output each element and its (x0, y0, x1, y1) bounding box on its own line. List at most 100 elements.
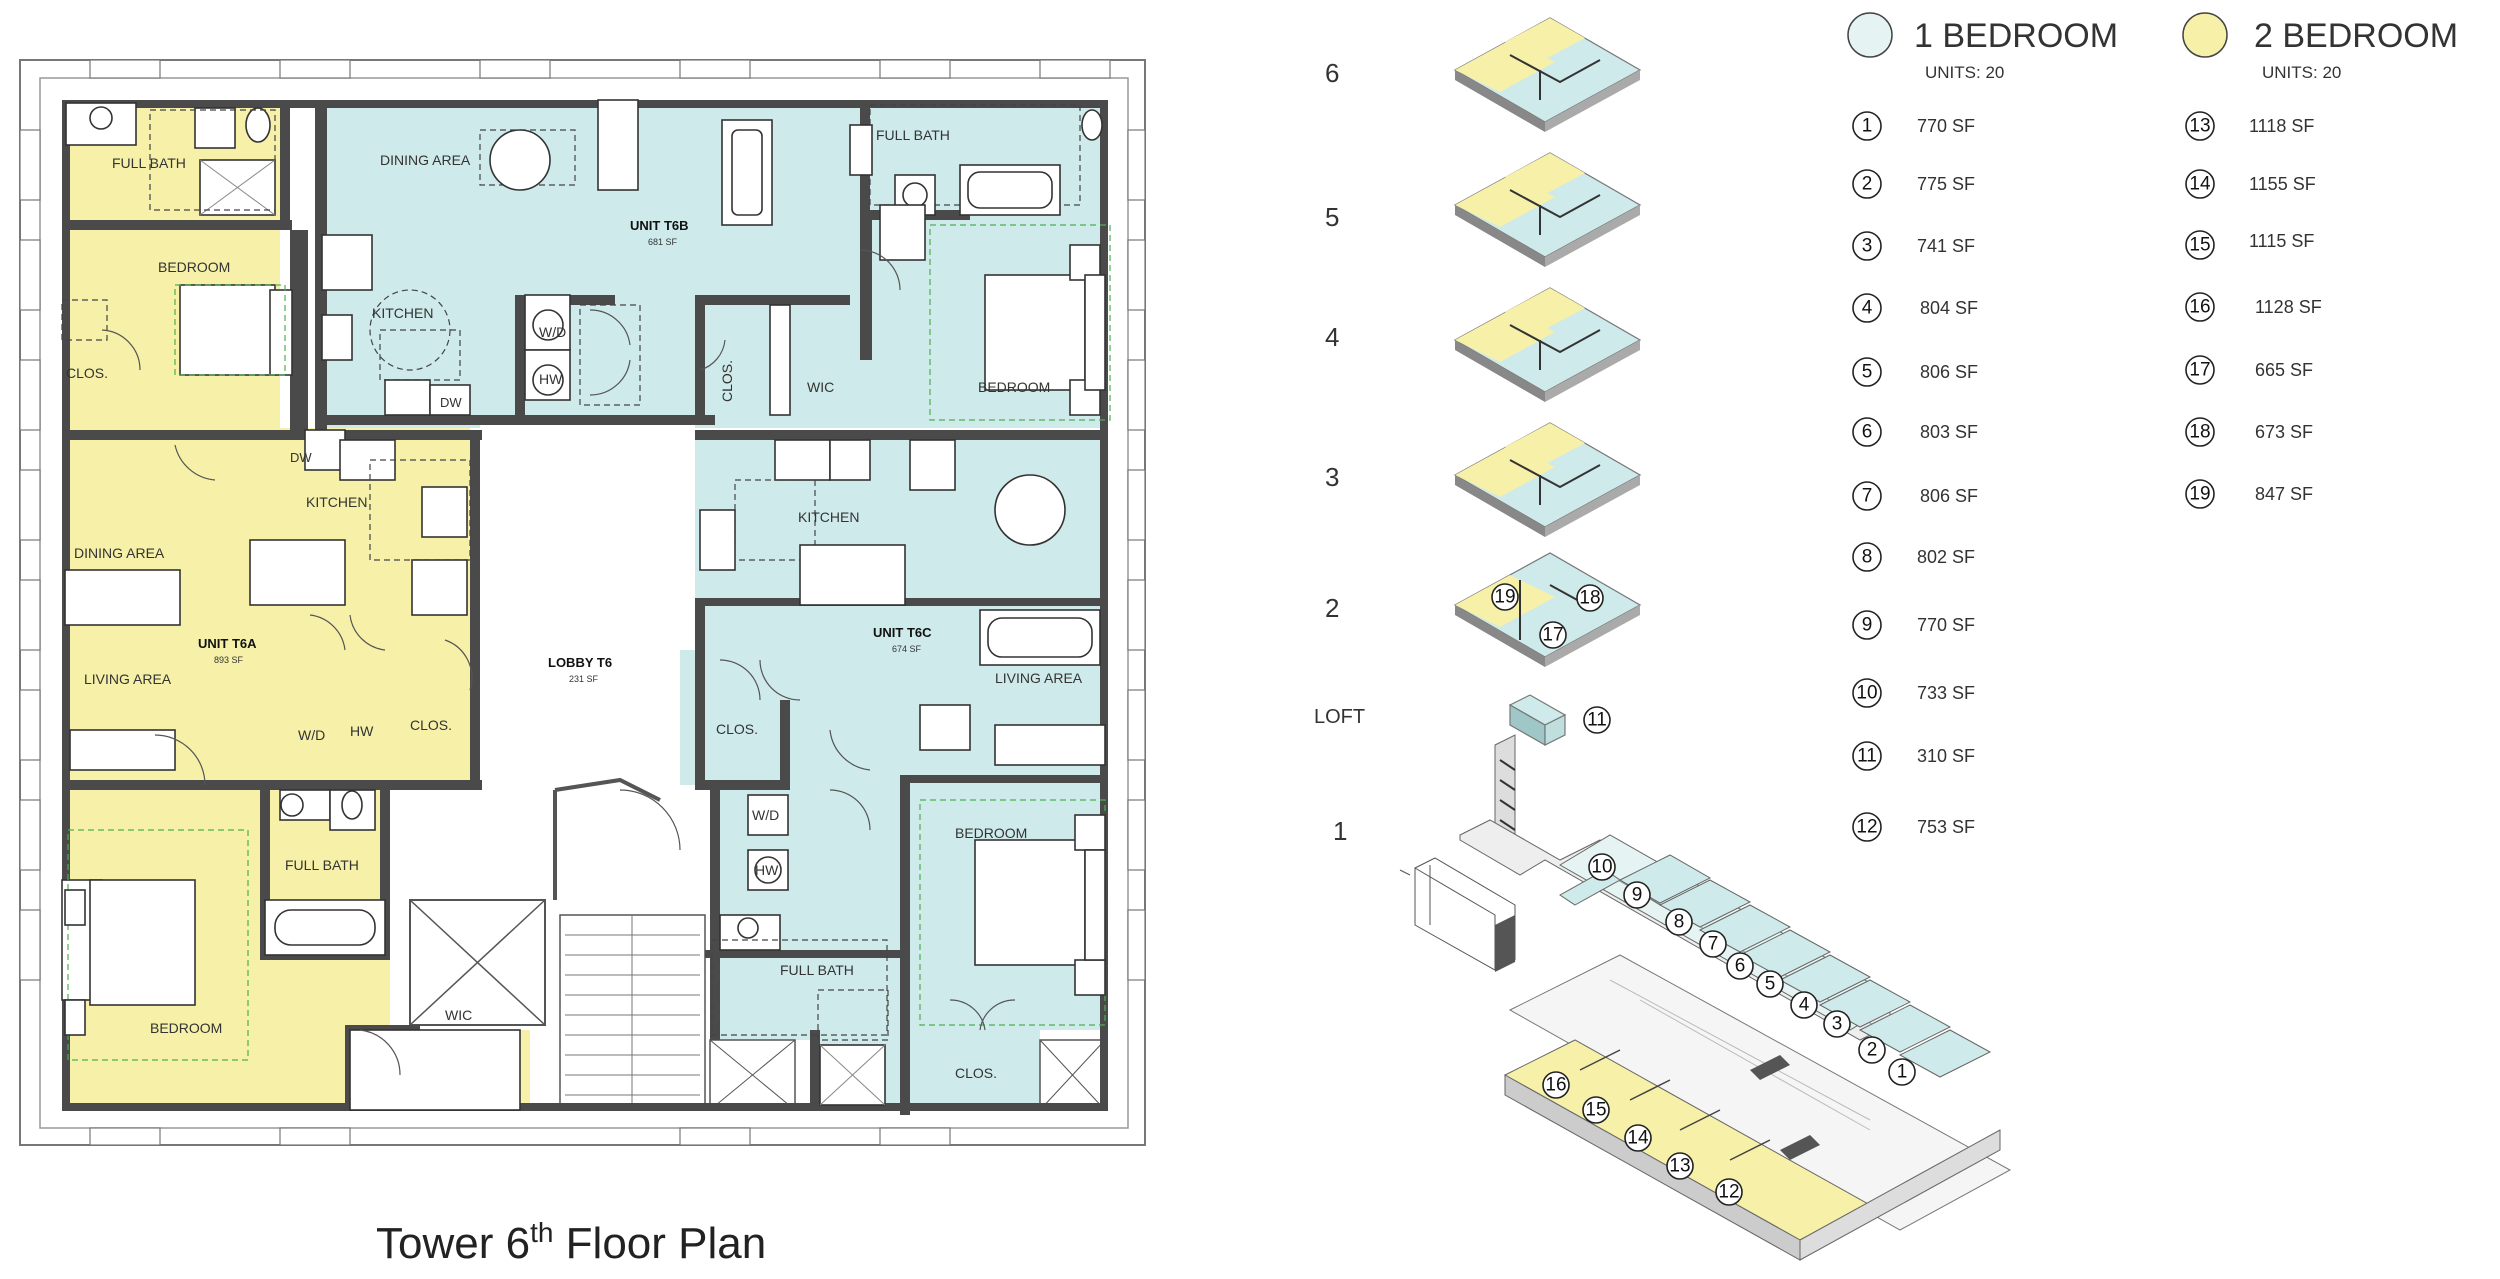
size-row-9: 9 770 SF (1852, 610, 1975, 640)
svg-text:770 SF: 770 SF (1917, 615, 1975, 635)
label-bedroom-t6a-2: BEDROOM (150, 1020, 222, 1036)
size-row-7: 7 806 SF (1852, 481, 1978, 511)
svg-text:13: 13 (1669, 1156, 1690, 1177)
svg-text:7: 7 (1862, 486, 1873, 507)
svg-text:19: 19 (1494, 587, 1515, 608)
svg-text:1: 1 (1862, 116, 1873, 137)
window-marks (19, 59, 1146, 1146)
svg-text:806 SF: 806 SF (1920, 486, 1978, 506)
label-clos-t6a-2: CLOS. (410, 717, 452, 733)
svg-text:11: 11 (1857, 746, 1877, 767)
svg-text:7: 7 (1708, 934, 1719, 955)
label-kitchen-t6a: KITCHEN (306, 494, 367, 510)
label-living-area-t6a: LIVING AREA (84, 671, 172, 687)
badge-2: 2 (1858, 1036, 1886, 1064)
legend-one-bedroom: 1 BEDROOM UNITS: 20 (1847, 12, 2118, 82)
label-full-bath-t6c: FULL BATH (780, 962, 854, 978)
label-hw-t6b: HW (539, 371, 563, 387)
badge-11-loft: 11 (1583, 706, 1611, 734)
label-dw-t6a: DW (290, 450, 312, 465)
label-bedroom-t6a: BEDROOM (158, 259, 230, 275)
size-row-5: 5 806 SF (1852, 357, 1978, 387)
svg-text:1: 1 (1897, 1062, 1908, 1083)
door-swings (101, 249, 1016, 1076)
svg-text:847 SF: 847 SF (2255, 484, 2313, 504)
fixtures-t6b (321, 99, 1111, 421)
iso-floor-6 (1453, 17, 1642, 132)
svg-text:12: 12 (1856, 817, 1877, 838)
svg-text:16: 16 (2189, 297, 2210, 318)
svg-text:15: 15 (1585, 1100, 1606, 1121)
label-dining-area-t6b: DINING AREA (380, 152, 471, 168)
lobby-name: LOBBY T6 (548, 655, 612, 670)
badge-19: 19 (1491, 583, 1519, 611)
svg-text:1155 SF: 1155 SF (2249, 174, 2316, 194)
badge-12: 12 (1715, 1178, 1743, 1206)
size-row-11: 11 310 SF (1852, 741, 1975, 771)
svg-text:804 SF: 804 SF (1920, 298, 1978, 318)
label-kitchen-t6b: KITCHEN (372, 305, 433, 321)
svg-text:13: 13 (2189, 116, 2210, 137)
svg-text:9: 9 (1862, 615, 1873, 636)
label-clos-t6c-2: CLOS. (955, 1065, 997, 1081)
svg-text:18: 18 (1579, 588, 1600, 609)
svg-text:806 SF: 806 SF (1920, 362, 1978, 382)
label-wd-t6a: W/D (298, 727, 325, 743)
iso-loft: 11 (1508, 694, 1611, 747)
unit-t6c-name: UNIT T6C (873, 625, 932, 640)
lobby-area (409, 440, 1106, 1111)
unit-t6b-sf: 681 SF (648, 237, 678, 247)
svg-text:14: 14 (1627, 1128, 1649, 1149)
label-wd-t6c: W/D (752, 807, 779, 823)
svg-text:3: 3 (1832, 1014, 1843, 1035)
label-wic-t6b: WIC (807, 379, 834, 395)
svg-text:12: 12 (1718, 1182, 1739, 1203)
badge-16: 16 (1542, 1071, 1570, 1099)
label-dining-area-t6a: DINING AREA (74, 545, 165, 561)
legend-two-bedroom-label: 2 BEDROOM (2254, 17, 2458, 55)
badge-8: 8 (1665, 908, 1693, 936)
badge-18: 18 (1576, 584, 1604, 612)
badge-14: 14 (1624, 1124, 1652, 1152)
svg-text:6: 6 (1735, 956, 1746, 977)
label-clos-t6b: CLOS. (719, 360, 735, 402)
svg-text:9: 9 (1632, 885, 1643, 906)
label-hw-t6c: HW (755, 862, 779, 878)
svg-text:1115 SF: 1115 SF (2249, 231, 2314, 251)
svg-text:803 SF: 803 SF (1920, 422, 1978, 442)
floor-label-4: 4 (1325, 322, 1339, 352)
label-bedroom-t6b: BEDROOM (978, 379, 1050, 395)
badge-7: 7 (1699, 930, 1727, 958)
svg-text:775 SF: 775 SF (1917, 174, 1975, 194)
svg-text:310 SF: 310 SF (1917, 746, 1975, 766)
badge-13: 13 (1666, 1152, 1694, 1180)
lobby-sf: 231 SF (569, 674, 599, 684)
legend-one-bedroom-units: UNITS: 20 (1925, 63, 2004, 82)
label-clos-t6a: CLOS. (66, 365, 108, 381)
svg-text:665 SF: 665 SF (2255, 360, 2313, 380)
floor-label-6: 6 (1325, 58, 1339, 88)
label-full-bath-t6a: FULL BATH (112, 155, 186, 171)
svg-text:17: 17 (1542, 625, 1563, 646)
svg-text:18: 18 (2189, 422, 2210, 443)
svg-text:4: 4 (1799, 995, 1810, 1016)
svg-text:5: 5 (1862, 362, 1873, 383)
svg-text:19: 19 (2189, 484, 2210, 505)
badge-15: 15 (1582, 1096, 1610, 1124)
svg-text:10: 10 (1591, 857, 1612, 878)
badge-6: 6 (1726, 952, 1754, 980)
size-row-19: 19 847 SF (2185, 479, 2313, 509)
floor-label-3: 3 (1325, 462, 1339, 492)
floor-label-5: 5 (1325, 202, 1339, 232)
iso-floor-5 (1453, 152, 1642, 267)
